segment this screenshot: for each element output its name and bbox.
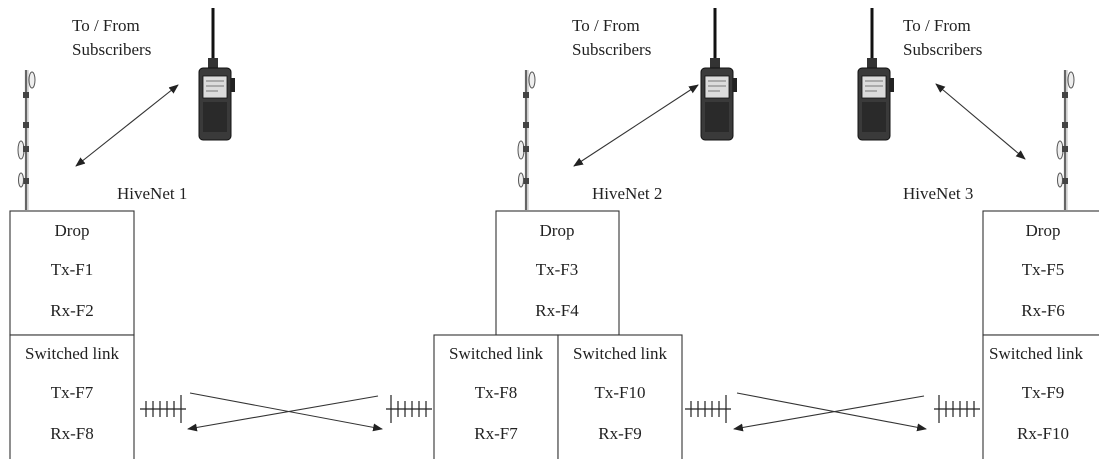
antenna-mast-icon-3 (1055, 68, 1076, 212)
switched-link-box-1 (9, 334, 135, 459)
subscriber-label-3b: Subscribers (903, 40, 982, 59)
antenna-mast-icon-1 (16, 68, 37, 212)
switched-link-title-4: Switched link (989, 344, 1083, 363)
node-name-1: HiveNet 1 (117, 184, 187, 203)
radio-handset-icon-2 (699, 6, 739, 142)
subscriber-label-1b: Subscribers (72, 40, 151, 59)
switched-link-tx-1: Tx-F7 (51, 383, 94, 402)
drop-rx-3: Rx-F6 (1021, 301, 1064, 320)
switched-link-box-3 (557, 334, 683, 459)
subscriber-link-arrow-2 (573, 84, 699, 167)
drop-rx-2: Rx-F4 (535, 301, 579, 320)
subscriber-label-2a: To / From (572, 16, 640, 35)
link-arrow-1 (189, 392, 383, 432)
switched-link-title-3: Switched link (573, 344, 667, 363)
link-arrow-3 (736, 392, 927, 432)
subscriber-link-arrow-3 (935, 83, 1026, 160)
link-antenna-icon-4 (933, 394, 981, 424)
drop-title-3: Drop (1026, 221, 1061, 240)
radio-handset-icon-1 (197, 6, 237, 142)
radio-handset-icon-3 (856, 6, 896, 142)
drop-tx-2: Tx-F3 (536, 260, 579, 279)
drop-tx-1: Tx-F1 (51, 260, 94, 279)
subscriber-label-1a: To / From (72, 16, 140, 35)
subscriber-label-2b: Subscribers (572, 40, 651, 59)
link-arrow-2 (187, 395, 379, 432)
node-name-2: HiveNet 2 (592, 184, 662, 203)
drop-tx-3: Tx-F5 (1022, 260, 1065, 279)
switched-link-tx-2: Tx-F8 (475, 383, 518, 402)
link-antenna-icon-3 (684, 394, 732, 424)
link-arrow-4 (733, 395, 925, 432)
switched-link-rx-3: Rx-F9 (598, 424, 641, 443)
subscriber-link-arrow-1 (75, 84, 179, 167)
link-antenna-icon-2 (385, 394, 433, 424)
subscriber-label-3a: To / From (903, 16, 971, 35)
antenna-mast-icon-2 (516, 68, 537, 212)
switched-link-title-2: Switched link (449, 344, 543, 363)
switched-link-rx-2: Rx-F7 (474, 424, 518, 443)
switched-link-tx-3: Tx-F10 (595, 383, 646, 402)
drop-box-2 (495, 210, 620, 336)
drop-rx-1: Rx-F2 (50, 301, 93, 320)
switched-link-rx-1: Rx-F8 (50, 424, 93, 443)
switched-link-rx-4: Rx-F10 (1017, 424, 1069, 443)
drop-title-2: Drop (540, 221, 575, 240)
switched-link-box-4 (982, 334, 1099, 459)
switched-link-tx-4: Tx-F9 (1022, 383, 1065, 402)
switched-link-title-1: Switched link (25, 344, 119, 363)
node-name-3: HiveNet 3 (903, 184, 973, 203)
drop-title-1: Drop (55, 221, 90, 240)
drop-box-1 (9, 210, 135, 336)
link-antenna-icon-1 (139, 394, 187, 424)
